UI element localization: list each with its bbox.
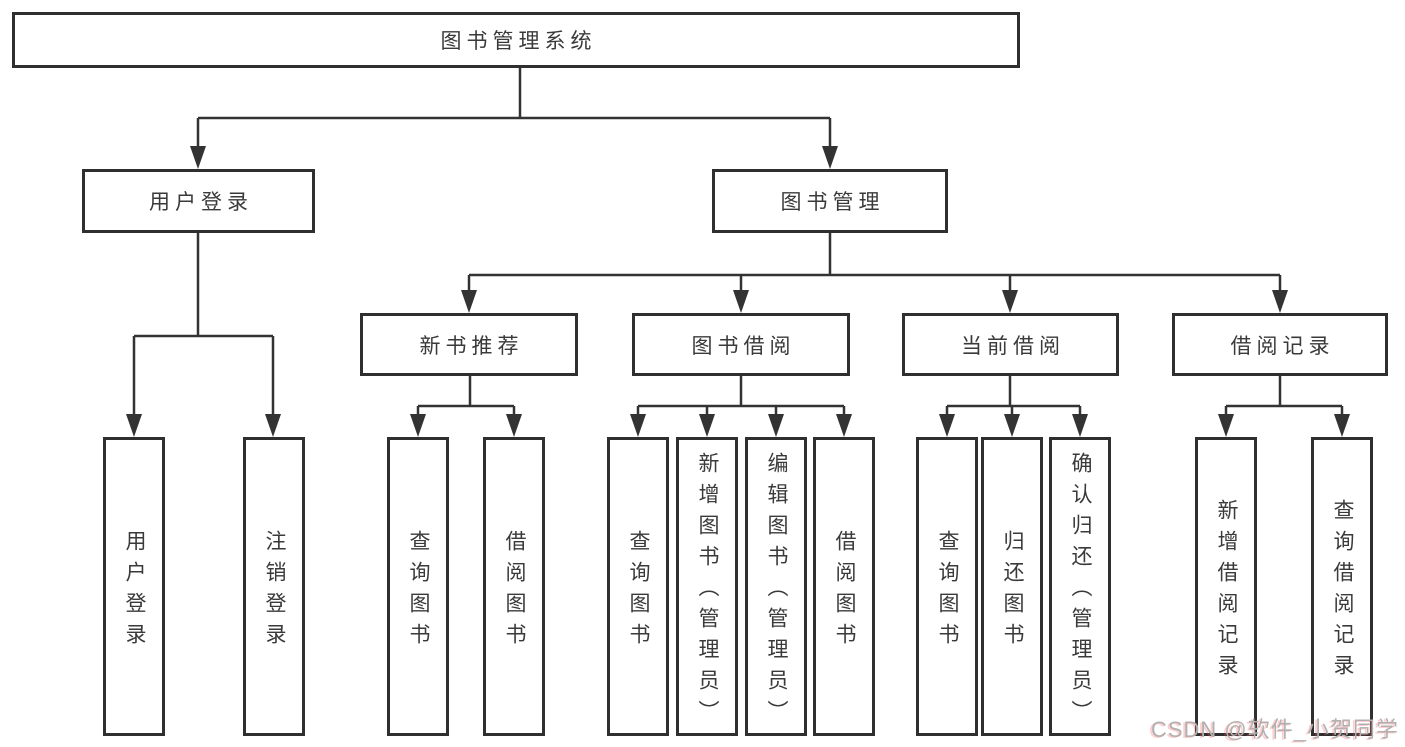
- node-new-book-recommendation: 新书推荐: [360, 313, 578, 376]
- arrowhead-icon: [410, 414, 426, 437]
- connector-current-borrow: [945, 375, 1082, 416]
- arrowhead-icon: [506, 414, 522, 437]
- node-label: 借阅记录: [1230, 334, 1335, 358]
- leaf-query-books-borrow: 查询图书: [607, 437, 669, 736]
- arrowhead-icon: [265, 414, 281, 437]
- node-book-management: 图书管理: [712, 169, 948, 233]
- arrowhead-icon: [126, 414, 142, 437]
- node-label: 归还图书: [1001, 529, 1024, 654]
- node-book-borrowing: 图书借阅: [632, 313, 850, 376]
- leaf-query-books-recommend: 查询图书: [387, 437, 449, 736]
- arrowhead-icon: [836, 414, 852, 437]
- arrowhead-icon: [1272, 290, 1288, 313]
- node-label: 图书管理: [780, 191, 885, 214]
- leaf-borrow-books: 借阅图书: [813, 437, 875, 736]
- arrowhead-icon: [1004, 414, 1020, 437]
- leaf-borrow-books-recommend: 借阅图书: [483, 437, 545, 736]
- leaf-edit-books-admin: 编辑图书（管理员）: [745, 437, 807, 736]
- node-label: 查询图书: [407, 529, 430, 654]
- node-library-management-system: 图书管理系统: [12, 12, 1020, 68]
- node-label: 借阅图书: [833, 529, 856, 654]
- leaf-query-borrow-record: 查询借阅记录: [1311, 437, 1373, 736]
- arrowhead-icon: [822, 146, 838, 169]
- arrowhead-icon: [1002, 290, 1018, 313]
- node-label: 用户登录: [123, 529, 146, 654]
- node-label: 编辑图书（管理员）: [765, 452, 788, 731]
- leaf-return-books: 归还图书: [981, 437, 1043, 736]
- node-label: 用户登录: [149, 191, 253, 214]
- arrowhead-icon: [1072, 414, 1088, 437]
- leaf-add-borrow-record: 新增借阅记录: [1195, 437, 1257, 736]
- node-label: 查询图书: [936, 529, 959, 654]
- arrowhead-icon: [939, 414, 955, 437]
- node-label: 查询图书: [627, 529, 650, 654]
- leaf-user-login: 用户登录: [103, 437, 165, 736]
- node-label: 图书借阅: [691, 334, 796, 358]
- connector-borrow-records: [1224, 375, 1344, 416]
- node-user-login: 用户登录: [82, 169, 315, 233]
- arrowhead-icon: [1334, 414, 1350, 437]
- arrowhead-icon: [768, 414, 784, 437]
- node-label: 新增借阅记录: [1215, 498, 1238, 685]
- node-label: 借阅图书: [503, 529, 526, 654]
- connector-level3: [467, 232, 1282, 292]
- node-label: 注销登录: [263, 529, 286, 654]
- leaf-logout: 注销登录: [243, 437, 305, 736]
- connector-user-login: [132, 232, 275, 416]
- arrowhead-icon: [1218, 414, 1234, 437]
- arrowhead-icon: [461, 290, 477, 313]
- connector-level2: [196, 67, 832, 148]
- arrowhead-icon: [190, 146, 206, 169]
- leaf-confirm-return-admin: 确认归还（管理员）: [1049, 437, 1111, 736]
- leaf-add-books-admin: 新增图书（管理员）: [676, 437, 738, 736]
- connector-new-book: [416, 375, 516, 416]
- leaf-query-books-current: 查询图书: [916, 437, 978, 736]
- arrowhead-icon: [630, 414, 646, 437]
- node-label: 图书管理系统: [440, 30, 597, 53]
- node-current-borrowing: 当前借阅: [902, 313, 1119, 376]
- node-label: 当前借阅: [961, 334, 1065, 358]
- node-label: 新书推荐: [419, 334, 524, 358]
- node-borrowing-records: 借阅记录: [1172, 313, 1388, 376]
- node-label: 确认归还（管理员）: [1069, 452, 1092, 731]
- connector-book-borrow: [636, 375, 846, 416]
- node-label: 查询借阅记录: [1331, 498, 1354, 685]
- csdn-watermark: CSDN @软件_小贺同学: [1150, 717, 1399, 742]
- arrowhead-icon: [733, 290, 749, 313]
- arrowhead-icon: [699, 414, 715, 437]
- node-label: 新增图书（管理员）: [696, 452, 719, 731]
